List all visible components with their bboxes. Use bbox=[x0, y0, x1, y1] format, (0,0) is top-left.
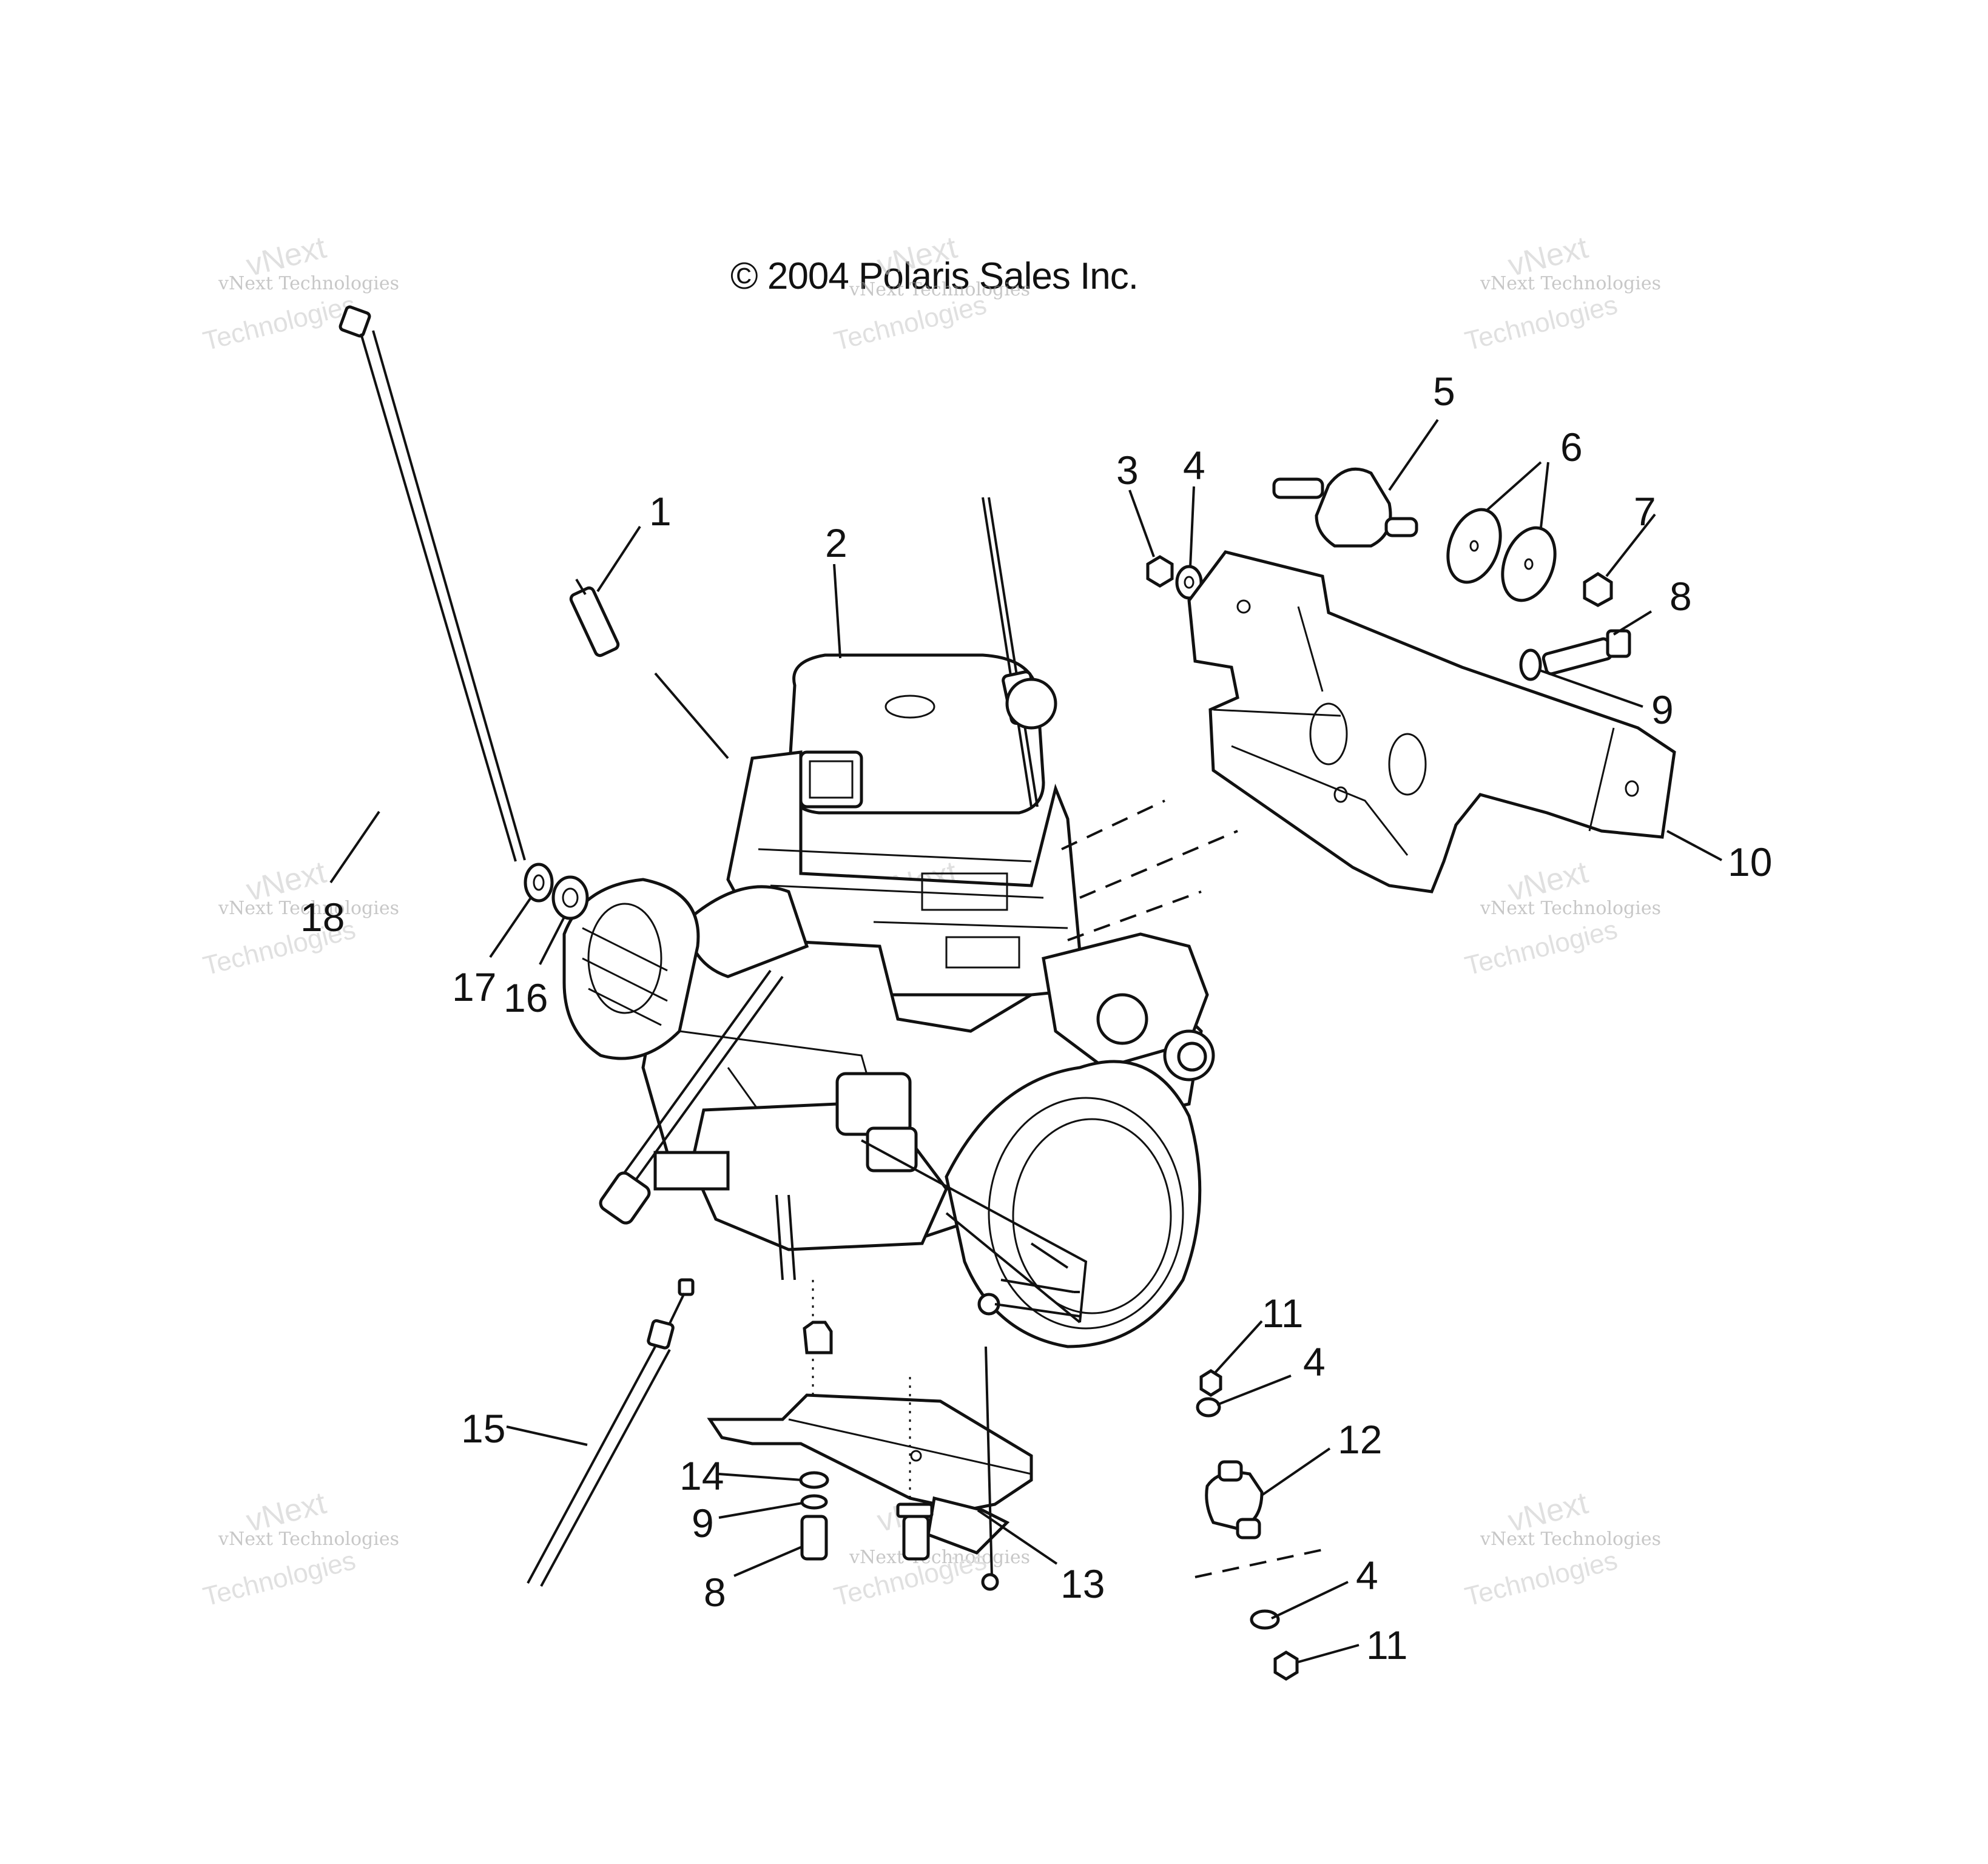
callout-4: 4 bbox=[1303, 1339, 1326, 1384]
part-12-mount bbox=[1205, 1460, 1264, 1539]
callout-18: 18 bbox=[300, 895, 345, 940]
part-4-washer bbox=[1196, 1397, 1221, 1418]
callout-13: 13 bbox=[1060, 1561, 1105, 1606]
link-rod bbox=[985, 1346, 993, 1578]
engine-assembly bbox=[562, 497, 1215, 1348]
part-8-bolt bbox=[896, 1502, 934, 1561]
copyright-notice: © 2004 Polaris Sales Inc. bbox=[730, 255, 1139, 297]
callout-9: 9 bbox=[1651, 687, 1674, 732]
part-11-nut bbox=[1273, 1650, 1299, 1681]
part-10-bracket bbox=[1187, 550, 1676, 893]
part-13-bracket bbox=[707, 1393, 1033, 1555]
callout-labels: 1 2 3 4 5 6 7 8 9 10 11 4 12 4 11 13 14 … bbox=[300, 369, 1772, 1667]
callout-16: 16 bbox=[504, 975, 548, 1020]
part-16-nut bbox=[551, 875, 589, 920]
callout-14: 14 bbox=[679, 1453, 724, 1498]
alignment-line bbox=[1079, 830, 1238, 899]
callout-5: 5 bbox=[1433, 369, 1455, 414]
callout-8: 8 bbox=[704, 1570, 726, 1615]
callout-11: 11 bbox=[1366, 1623, 1408, 1667]
part-1-sensor bbox=[569, 578, 620, 658]
part-15-rod bbox=[527, 1278, 695, 1587]
callout-4: 4 bbox=[1183, 443, 1205, 488]
alignment-line bbox=[1061, 799, 1165, 850]
callout-9: 9 bbox=[692, 1501, 714, 1546]
part-5-mount bbox=[1272, 467, 1418, 548]
callout-12: 12 bbox=[1338, 1417, 1382, 1462]
callout-4: 4 bbox=[1356, 1553, 1378, 1598]
part-14-washer bbox=[799, 1471, 829, 1489]
callout-10: 10 bbox=[1728, 839, 1772, 884]
part-9-washer bbox=[800, 1494, 828, 1510]
callout-15: 15 bbox=[461, 1406, 505, 1451]
part-9-washer bbox=[1519, 648, 1542, 681]
part-4-washer bbox=[1250, 1609, 1280, 1630]
mount-stud bbox=[803, 1321, 833, 1354]
alignment-line bbox=[1067, 890, 1202, 941]
callout-1: 1 bbox=[649, 489, 672, 534]
leader-lines bbox=[329, 419, 1722, 1663]
callout-7: 7 bbox=[1634, 489, 1656, 534]
callout-11: 11 bbox=[1262, 1291, 1304, 1336]
part-6-washers bbox=[1446, 508, 1557, 602]
callout-2: 2 bbox=[825, 520, 847, 565]
rod-end bbox=[981, 1573, 999, 1591]
part-8-bolt bbox=[1542, 629, 1631, 676]
callout-6: 6 bbox=[1560, 425, 1583, 469]
callout-17: 17 bbox=[452, 964, 496, 1009]
callout-3: 3 bbox=[1116, 448, 1139, 493]
part-18-bolt bbox=[339, 305, 526, 862]
part-11-nut bbox=[1199, 1369, 1222, 1397]
alignment-line bbox=[1194, 1549, 1323, 1578]
part-8-bolt bbox=[800, 1515, 828, 1561]
callout-8: 8 bbox=[1670, 574, 1692, 619]
part-3-nut bbox=[1146, 555, 1174, 588]
part-17-washer bbox=[524, 863, 554, 903]
part-7-nut bbox=[1583, 572, 1613, 607]
